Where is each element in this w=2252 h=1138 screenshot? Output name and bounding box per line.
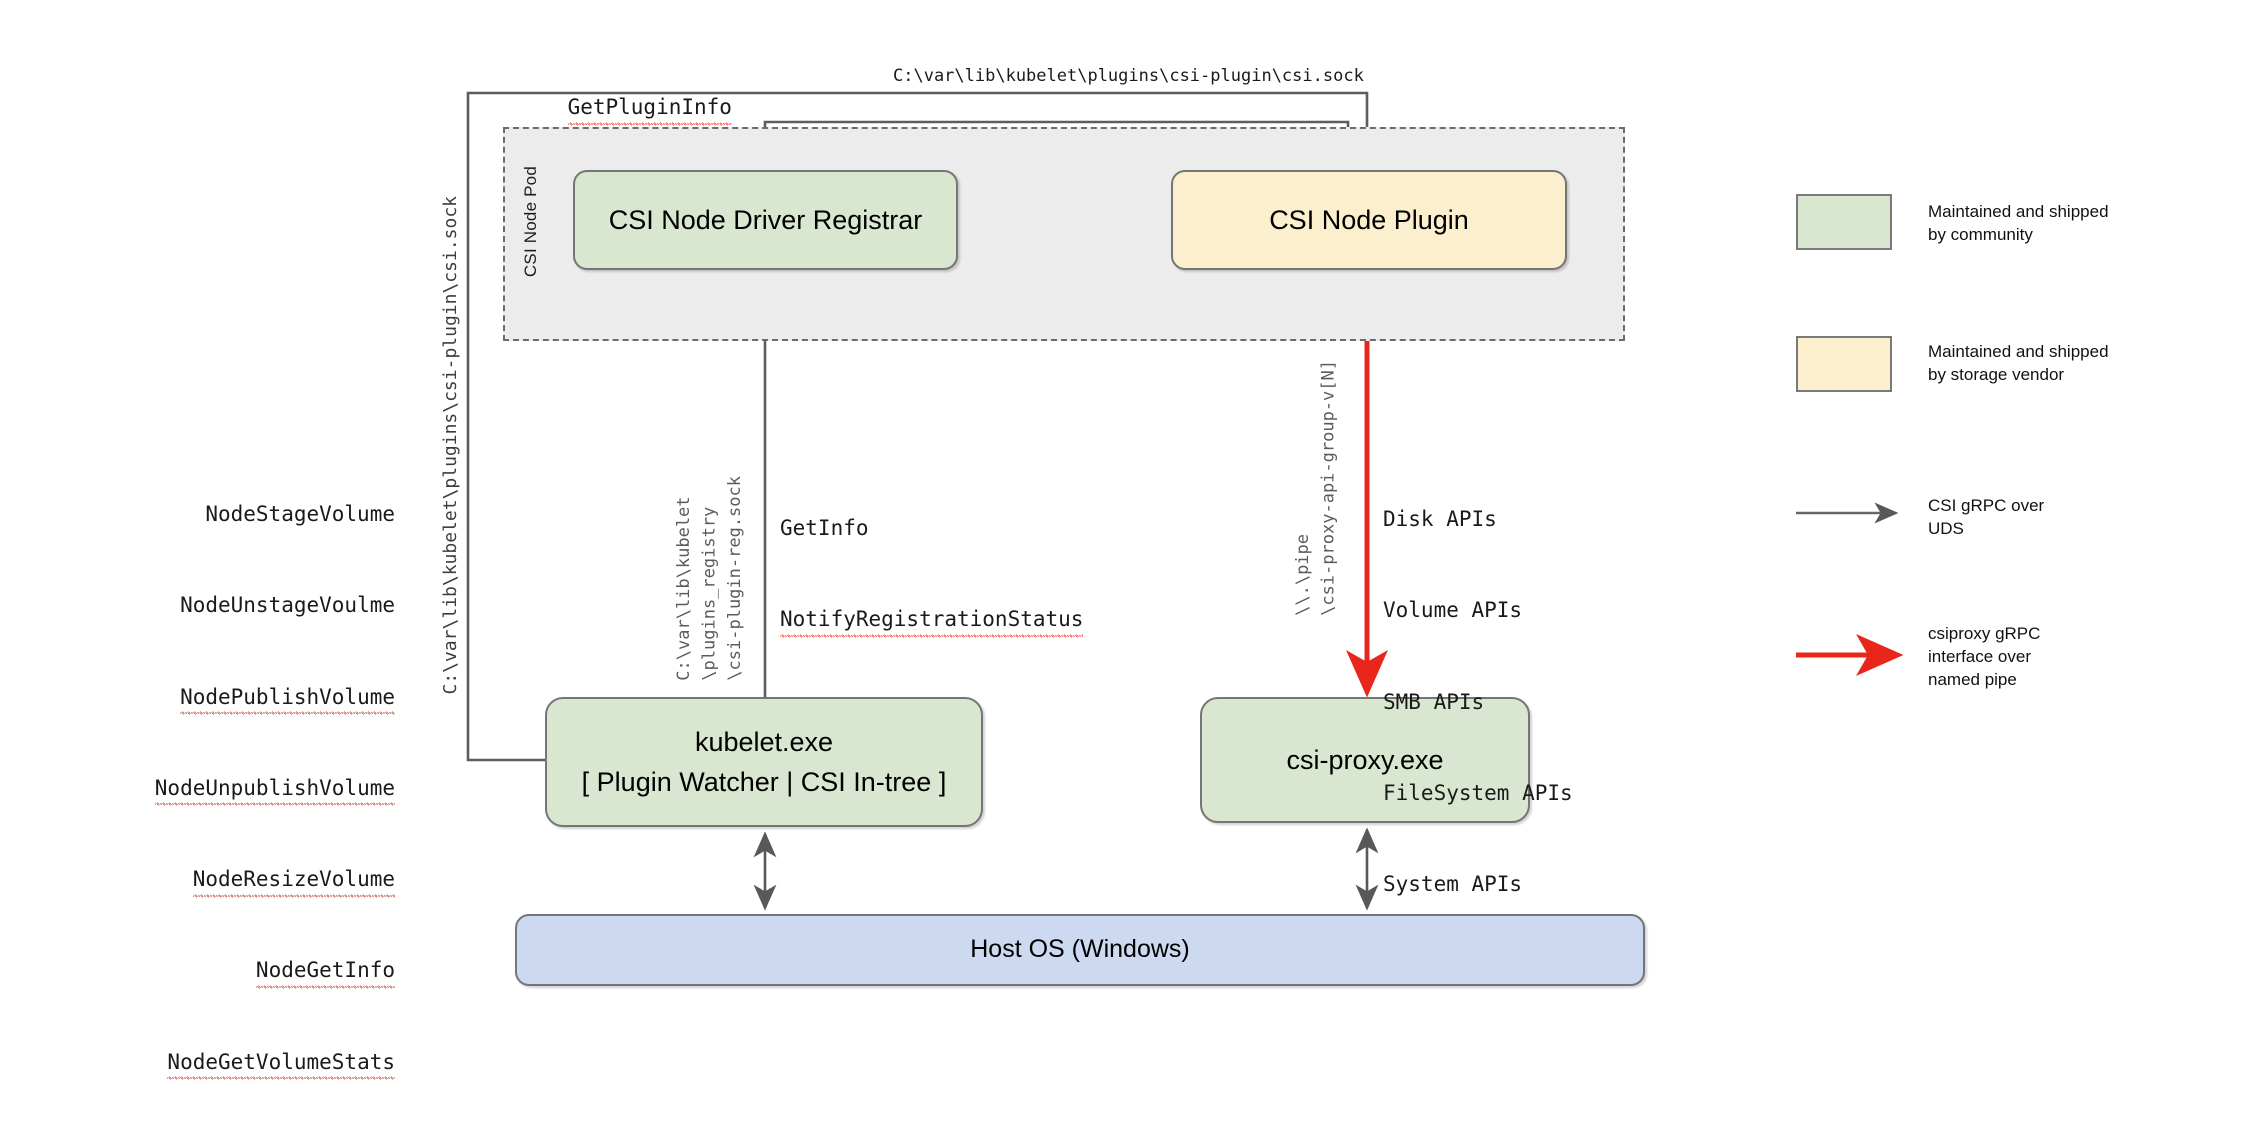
legend-label-csi-grpc-uds: CSI gRPC over UDS bbox=[1928, 494, 2158, 540]
annotation-csi-sock-path: C:\var\lib\kubelet\plugins\csi-plugin\cs… bbox=[893, 66, 1364, 86]
legend-label-storage-vendor: Maintained and shipped by storage vendor bbox=[1928, 340, 2158, 386]
annotation-registration-calls: GetInfo NotifyRegistrationStatus bbox=[780, 452, 1084, 696]
legend-label-uds-line1: CSI gRPC over bbox=[1928, 496, 2045, 515]
node-api-call: NodeUnstageVoulme bbox=[180, 593, 395, 618]
legend-label-community-line1: Maintained and shipped bbox=[1928, 202, 2109, 221]
node-api-call: NodeGetInfo bbox=[255, 955, 396, 990]
node-csi-proxy-exe-label: csi-proxy.exe bbox=[1286, 744, 1444, 775]
legend-label-vendor-line2: by storage vendor bbox=[1928, 365, 2065, 385]
node-api-call: NodeUnpublishVolume bbox=[154, 773, 396, 807]
csi-proxy-api-group: FileSystem APIs bbox=[1383, 780, 1573, 805]
csi-proxy-api-group: SMB APIs bbox=[1383, 689, 1485, 714]
legend-label-pipe-line1: csiproxy gRPC bbox=[1928, 624, 2041, 643]
node-api-call: NodeStageVolume bbox=[205, 501, 395, 526]
legend: Maintained and shipped by community Main… bbox=[1796, 0, 2236, 1044]
legend-label-uds-line2: UDS bbox=[1928, 519, 1964, 539]
legend-swatch-community bbox=[1796, 194, 1892, 250]
annotation-plugins-registry-vertical: C:\var\lib\kubelet \plugins_registry \cs… bbox=[674, 476, 745, 681]
node-api-call: NodeResizeVolume bbox=[192, 864, 396, 899]
legend-label-vendor-line1: Maintained and shipped bbox=[1928, 342, 2109, 361]
node-host-os[interactable]: Host OS (Windows) bbox=[515, 914, 1645, 986]
node-csi-node-driver-registrar-label: CSI Node Driver Registrar bbox=[608, 204, 923, 235]
legend-label-community-line2: by community bbox=[1928, 225, 2033, 245]
legend-label-pipe-line3: named pipe bbox=[1928, 670, 2017, 690]
annotation-get-plugin-info-text: GetPluginInfo bbox=[567, 92, 733, 127]
node-kubelet-exe-label: kubelet.exe bbox=[694, 726, 834, 757]
legend-label-pipe-line2: interface over bbox=[1928, 647, 2031, 667]
annotation-csi-sock-vertical: C:\var\lib\kubelet\plugins\csi-plugin\cs… bbox=[440, 196, 461, 695]
node-csi-node-plugin[interactable]: CSI Node Plugin bbox=[1171, 170, 1567, 270]
node-api-call-list: NodeStageVolume NodeUnstageVoulme NodePu… bbox=[60, 438, 396, 1138]
csi-proxy-api-group: Volume APIs bbox=[1383, 598, 1523, 623]
node-kubelet-exe-sublabel: [ Plugin Watcher | CSI In-tree ] bbox=[581, 767, 947, 797]
annotation-named-pipe-vertical: \\.\pipe \csi-proxy-api-group-v[N] bbox=[1293, 360, 1339, 616]
csi-proxy-api-group-list: Disk APIs Volume APIs SMB APIs FileSyste… bbox=[1383, 443, 1573, 960]
node-csi-proxy-exe[interactable]: csi-proxy.exe bbox=[1200, 697, 1530, 823]
legend-label-community: Maintained and shipped by community bbox=[1928, 200, 2158, 246]
node-host-os-label: Host OS (Windows) bbox=[970, 935, 1190, 964]
annotation-notify-registration-status: NotifyRegistrationStatus bbox=[780, 604, 1084, 639]
node-api-call: NodeGetVolumeStats bbox=[167, 1047, 395, 1081]
node-api-call: NodePublishVolume bbox=[180, 682, 395, 716]
annotation-get-plugin-info: GetPluginInfo bbox=[517, 62, 733, 153]
csi-proxy-api-group: System APIs bbox=[1383, 872, 1523, 897]
node-csi-node-driver-registrar[interactable]: CSI Node Driver Registrar bbox=[573, 170, 958, 270]
annotation-get-info: GetInfo bbox=[780, 515, 869, 540]
legend-swatch-storage-vendor bbox=[1796, 336, 1892, 392]
node-kubelet-exe[interactable]: kubelet.exe [ Plugin Watcher | CSI In-tr… bbox=[545, 697, 983, 827]
diagram-canvas: CSI Node Pod CSI Node Driver Registrar C… bbox=[154, 0, 2236, 1081]
node-csi-node-plugin-label: CSI Node Plugin bbox=[1269, 204, 1469, 235]
legend-label-csiproxy-named-pipe: csiproxy gRPC interface over named pipe bbox=[1928, 622, 2158, 691]
csi-proxy-api-group: Disk APIs bbox=[1383, 506, 1497, 531]
